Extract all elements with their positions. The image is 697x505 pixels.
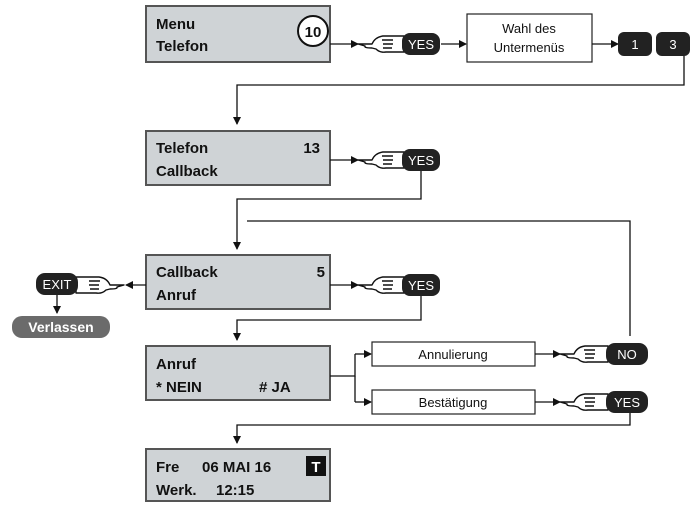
box-annulierung-label: Annulierung [418, 347, 487, 362]
display-date: 06 MAI 16 [202, 459, 271, 476]
display-anruf: Anruf * NEIN # JA [145, 345, 331, 401]
step-badge-number: 10 [305, 24, 322, 41]
connector [233, 56, 685, 125]
display-telefon-callback: Telefon Callback 13 [145, 130, 331, 186]
display-option-ja: # JA [259, 379, 291, 396]
verlassen-button[interactable]: Verlassen [12, 316, 110, 338]
display-status: Fre 06 MAI 16 Werk. 12:15 [145, 448, 331, 502]
digit-1-key[interactable]: 1 [618, 32, 652, 56]
yes-key[interactable]: YES [402, 33, 440, 55]
yes-key-label: YES [408, 153, 434, 168]
yes-key[interactable]: YES [402, 274, 440, 296]
pointing-hand-icon [357, 276, 405, 294]
box-bestaetigung: Bestätigung [371, 389, 536, 415]
loop-back-connector [247, 220, 631, 336]
display-time: 12:15 [216, 482, 254, 499]
yes-key-label: YES [614, 395, 640, 410]
connector [233, 413, 631, 444]
exit-key-label: EXIT [43, 277, 72, 292]
display-line-2: Telefon [156, 38, 208, 55]
no-key-label: NO [617, 347, 637, 362]
pointing-hand-icon [357, 151, 405, 169]
connector [233, 296, 422, 341]
display-line-1: Telefon [156, 140, 208, 157]
display-number: 5 [317, 264, 325, 281]
yes-key-label: YES [408, 278, 434, 293]
verlassen-label: Verlassen [28, 319, 93, 335]
box-wahl-untermenu: Wahl des Untermenüs [466, 13, 593, 63]
pointing-hand-icon [75, 276, 125, 294]
display-line-1: Menu [156, 16, 195, 33]
step-badge: 10 [297, 15, 329, 47]
status-flag-badge: T [306, 456, 326, 476]
pointing-hand-icon [559, 345, 609, 363]
digit-3-key[interactable]: 3 [656, 32, 690, 56]
yes-key-label: YES [408, 37, 434, 52]
no-key[interactable]: NO [606, 343, 648, 365]
status-flag-label: T [311, 459, 320, 476]
display-number: 13 [303, 140, 320, 157]
box-text-line-2: Untermenüs [494, 40, 565, 55]
yes-key[interactable]: YES [606, 391, 648, 413]
display-day: Fre [156, 459, 179, 476]
connector [233, 171, 422, 250]
display-line-2: Anruf [156, 287, 197, 304]
box-annulierung: Annulierung [371, 341, 536, 367]
display-line-2: Callback [156, 163, 218, 180]
display-line-1: Anruf [156, 356, 197, 373]
display-callback-anruf: Callback Anruf 5 [145, 254, 331, 310]
display-line-1: Callback [156, 264, 218, 281]
exit-key[interactable]: EXIT [36, 273, 78, 295]
box-text-line-1: Wahl des [502, 21, 556, 36]
digit-1-label: 1 [631, 37, 638, 52]
digit-3-label: 3 [669, 37, 676, 52]
display-mode: Werk. [156, 482, 197, 499]
connector [330, 354, 356, 377]
pointing-hand-icon [559, 393, 609, 411]
pointing-hand-icon [357, 35, 405, 53]
yes-key[interactable]: YES [402, 149, 440, 171]
box-bestaetigung-label: Bestätigung [419, 395, 488, 410]
display-option-nein: * NEIN [156, 379, 202, 396]
